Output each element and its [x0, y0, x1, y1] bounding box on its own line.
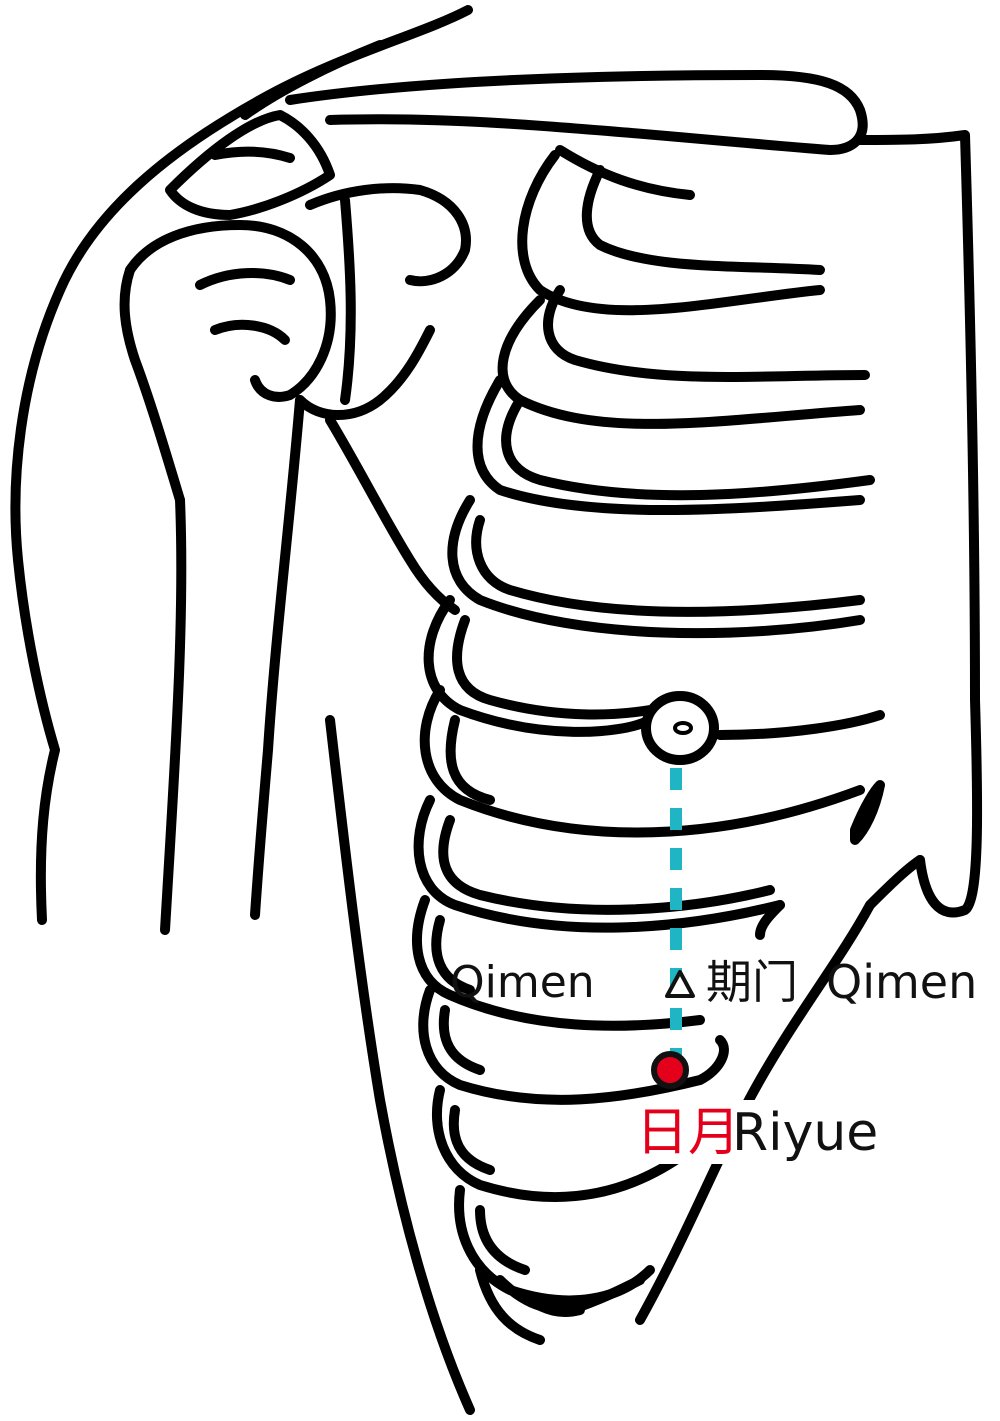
rib-8 [412, 895, 705, 1031]
qimen-en-label: Qimen [826, 955, 977, 1009]
rib-6 [419, 685, 865, 838]
qimen-left-label: Qimen [450, 957, 595, 1008]
rib-9 [418, 985, 729, 1105]
rib-5 [423, 595, 655, 737]
clavicle-lower [285, 70, 868, 155]
scapula-edge [325, 415, 460, 615]
rib-12 [475, 1265, 545, 1345]
qimen-cn-label: 期门 [706, 955, 798, 1009]
acromion [165, 110, 335, 220]
riyue-en-label: Riyue [732, 1103, 878, 1163]
arm-line-2 [250, 395, 305, 920]
clavicle-band [325, 114, 835, 155]
rib-10 [432, 1085, 695, 1203]
trunk-outline [855, 130, 983, 918]
rib-7 [413, 795, 785, 933]
coracoid [305, 183, 471, 287]
rib-4 [447, 495, 865, 639]
triangle-marker[interactable] [665, 970, 695, 998]
costal-margin [635, 900, 875, 1325]
humeral-head [125, 220, 336, 402]
rib-2 [497, 295, 865, 429]
rib-3 [472, 375, 865, 515]
riyue-label-bg [630, 1100, 900, 1164]
skeleton-outline [10, 5, 983, 1415]
riyue-point[interactable] [651, 1051, 689, 1089]
left-trunk [325, 715, 475, 1415]
nipple [641, 691, 719, 765]
riyue-cn-label: 日月 [636, 1103, 740, 1163]
inner-arm-line [160, 495, 187, 935]
clavicle [240, 40, 385, 120]
